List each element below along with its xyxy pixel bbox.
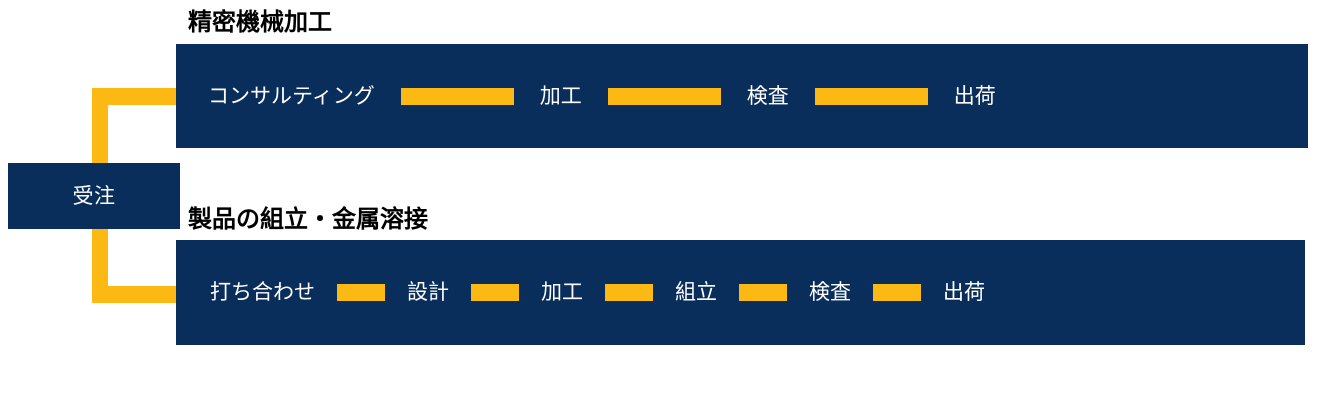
step-arrow-icon — [607, 87, 721, 105]
branch-title-text: 製品の組立・金属溶接 — [188, 205, 428, 233]
step-label: 検査 — [746, 83, 789, 108]
step-label: 組立 — [675, 280, 717, 304]
entry-node-order[interactable]: 受注 — [8, 163, 180, 229]
step-label: 検査 — [809, 280, 851, 304]
connector-vertical-down — [92, 222, 108, 298]
flow-bar-assembly-welding: 打ち合わせ 設計 加工 組立 検査 出荷 — [176, 240, 1305, 345]
branch-title-precision-machining: 精密機械加工 精密機械加工 — [188, 5, 335, 36]
step-arrow-icon — [400, 87, 514, 105]
step-label: 加工 — [539, 83, 582, 108]
step-label: 出荷 — [953, 83, 996, 108]
step-arrow-icon — [739, 284, 787, 301]
step-list-assembly-welding: 打ち合わせ 設計 加工 組立 検査 出荷 — [176, 282, 1305, 303]
branch-title-ghost-layer: 精密機械加工 — [191, 5, 335, 33]
flow-bar-precision-machining: コンサルティング 加工 検査 出荷 — [176, 44, 1308, 148]
branch-title-ghost-layer: 製品の組立・金属溶接 — [191, 202, 431, 230]
branch-title-text: 精密機械加工 — [188, 8, 332, 36]
connector-horizontal-down — [92, 286, 182, 303]
branch-title-assembly-welding: 製品の組立・金属溶接 製品の組立・金属溶接 — [188, 202, 431, 233]
step-label: 打ち合わせ — [210, 280, 315, 304]
step-label: 設計 — [407, 280, 449, 304]
connector-vertical-up — [92, 88, 108, 170]
step-label: コンサルティング — [208, 83, 375, 108]
step-arrow-icon — [873, 284, 921, 301]
step-arrow-icon — [471, 284, 519, 301]
step-list-precision-machining: コンサルティング 加工 検査 出荷 — [176, 83, 1308, 108]
step-label: 加工 — [541, 280, 583, 304]
step-label: 出荷 — [943, 280, 985, 304]
step-arrow-icon — [337, 284, 385, 301]
connector-horizontal-up — [92, 88, 182, 105]
entry-node-label: 受注 — [72, 183, 116, 208]
step-arrow-icon — [605, 284, 653, 301]
step-arrow-icon — [814, 87, 928, 105]
